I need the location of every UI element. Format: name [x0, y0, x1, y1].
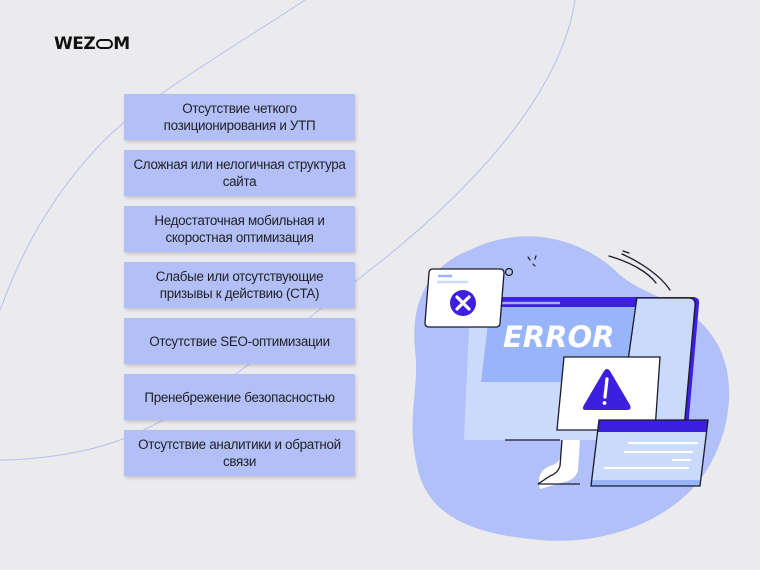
issue-label: Недостаточная мобильная и скоростная опт… [154, 213, 325, 245]
logo-text-right: M [113, 34, 130, 54]
warning-window [556, 356, 661, 431]
issue-label: Пренебрежение безопасностью [144, 389, 335, 405]
issues-list: Отсутствие четкого позиционирования и УТ… [124, 94, 355, 486]
issue-item: Отсутствие SEO-оптимизации [124, 318, 355, 364]
error-text: ERROR [503, 320, 614, 354]
issue-item: Слабые или отсутствующие призывы к дейст… [124, 262, 355, 308]
issue-label: Слабые или отсутствующие призывы к дейст… [155, 269, 324, 301]
issue-item: Отсутствие четкого позиционирования и УТ… [124, 94, 355, 140]
issue-item: Отсутствие аналитики и обратной связи [124, 430, 355, 476]
error-window [424, 267, 514, 328]
issue-label: Отсутствие аналитики и обратной связи [138, 437, 341, 469]
wezom-logo: WEZ M [54, 34, 130, 54]
issue-item: Недостаточная мобильная и скоростная опт… [124, 206, 355, 252]
issue-label: Сложная или нелогичная структура сайта [133, 157, 346, 189]
motion-lines-icon [608, 250, 671, 291]
logo-text-left: WEZ [54, 34, 96, 54]
issue-label: Отсутствие четкого позиционирования и УТ… [163, 101, 316, 133]
sparkle-icon [527, 255, 537, 267]
code-window [590, 419, 709, 487]
issue-label: Отсутствие SEO-оптимизации [149, 333, 330, 349]
issue-item: Пренебрежение безопасностью [124, 374, 355, 420]
logo-oval-o [95, 39, 113, 49]
issue-item: Сложная или нелогичная структура сайта [124, 150, 355, 196]
